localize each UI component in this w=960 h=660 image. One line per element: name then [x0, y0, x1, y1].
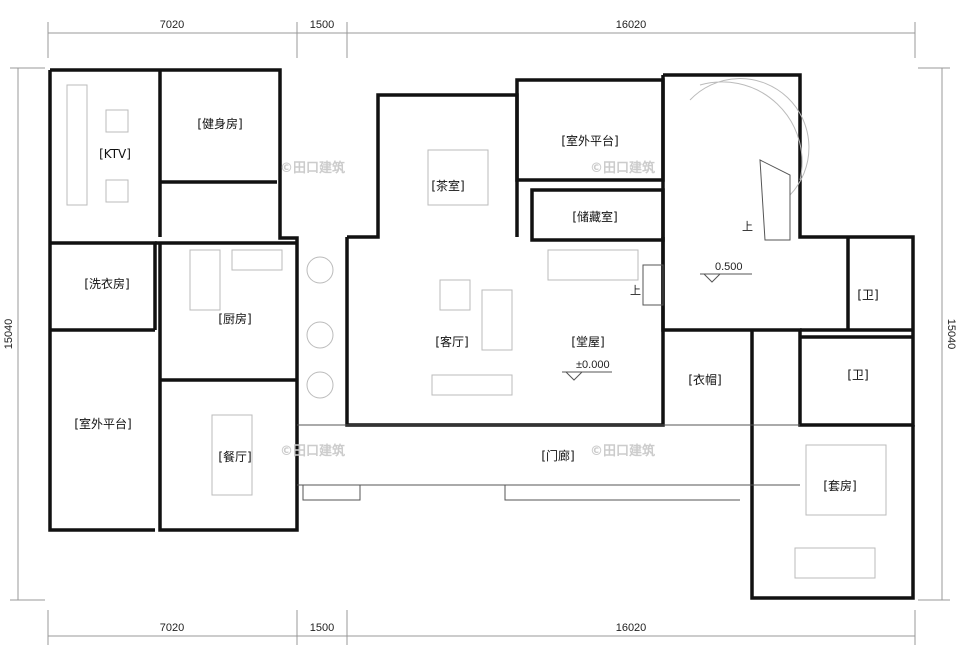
dim-bottom-3: 16020: [616, 622, 647, 634]
dimension-left: 15040: [3, 67, 45, 601]
room-gym: [健身房]: [197, 116, 242, 131]
room-ktv: [KTV]: [99, 147, 131, 161]
room-porch: [门廊]: [541, 448, 574, 463]
dim-top-2: 1500: [310, 19, 334, 31]
svg-text:©田口建筑: ©田口建筑: [280, 443, 345, 459]
dimension-top: 7020 1500 16020: [47, 19, 916, 58]
room-terrace-left: [室外平台]: [74, 416, 131, 431]
room-tea: [茶室]: [431, 178, 464, 193]
room-closet: [衣帽]: [688, 372, 721, 387]
room-living: [客厅]: [435, 334, 468, 349]
room-bath-1: [卫]: [857, 288, 878, 302]
level-hall: ±0.000: [576, 359, 610, 371]
room-terrace-top: [室外平台]: [561, 133, 618, 148]
dim-bottom-1: 7020: [160, 622, 184, 634]
dim-bottom-2: 1500: [310, 622, 334, 634]
furniture: [66, 78, 887, 579]
dim-right: 15040: [945, 319, 957, 350]
level-marker: [700, 273, 752, 283]
stair-up-2: 上: [630, 284, 641, 297]
room-bath-2: [卫]: [847, 368, 868, 382]
room-kitchen: [厨房]: [218, 311, 251, 326]
room-labels: [KTV] [健身房] [洗衣房] [厨房] [室外平台] [餐厅] [茶室] …: [74, 116, 878, 493]
room-dining: [餐厅]: [218, 449, 251, 464]
level-marker: [562, 371, 612, 381]
svg-text:©田口建筑: ©田口建筑: [590, 443, 655, 459]
stair-up-1: 上: [742, 220, 753, 233]
watermark: ©田口建筑 ©田口建筑 ©田口建筑 ©田口建筑: [280, 160, 655, 459]
dim-top-3: 16020: [616, 19, 647, 31]
dim-left: 15040: [3, 319, 15, 350]
room-hall: [堂屋]: [571, 335, 604, 349]
room-suite: [套房]: [823, 478, 856, 493]
room-laundry: [洗衣房]: [84, 276, 129, 291]
svg-text:©田口建筑: ©田口建筑: [590, 160, 655, 176]
room-storage: [储藏室]: [572, 209, 617, 224]
dimension-bottom: 7020 1500 16020: [47, 610, 916, 645]
dimension-right: 15040: [918, 67, 957, 601]
dim-top-1: 7020: [160, 19, 184, 31]
level-stair: 0.500: [715, 261, 743, 273]
svg-text:©田口建筑: ©田口建筑: [280, 160, 345, 176]
walls: [48, 68, 915, 600]
